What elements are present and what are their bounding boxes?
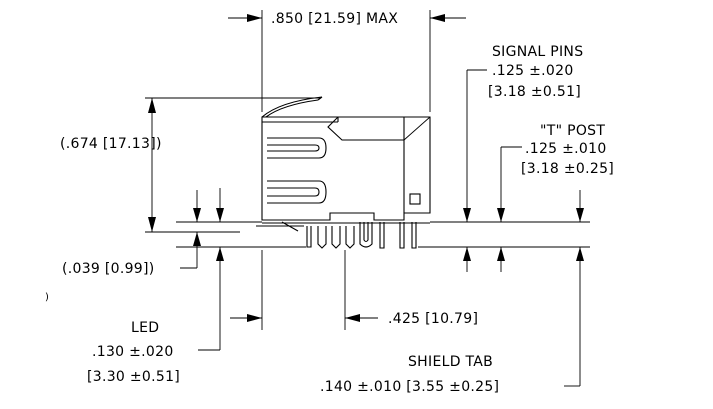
shield-tab-line: .140 ±.010 [3.55 ±0.25] <box>320 379 499 395</box>
standoff-dimension-label: (.039 [0.99]) <box>62 261 155 277</box>
shield-tab-title: SHIELD TAB <box>408 354 493 370</box>
led-title: LED <box>131 320 159 336</box>
offset-dimension-label: .425 [10.79] <box>388 311 478 327</box>
t-post-dimension: "T" POST .125 ±.010 [3.18 ±0.25] <box>497 123 614 272</box>
height-dimension-label: (.674 [17.13]) <box>60 136 162 152</box>
signal-pins-inch: .125 ±.020 <box>492 63 574 79</box>
shield-tab-dimension: SHIELD TAB .140 ±.010 [3.55 ±0.25] <box>320 190 584 395</box>
reference-lines <box>145 10 590 330</box>
t-post-title: "T" POST <box>540 123 605 139</box>
signal-pins-mm: [3.18 ±0.51] <box>488 84 581 100</box>
height-dimension: (.674 [17.13]) <box>60 98 162 232</box>
signal-pins-dimension: SIGNAL PINS .125 ±.020 [3.18 ±0.51] <box>463 44 583 272</box>
led-dimension: LED .130 ±.020 [3.30 ±0.51] <box>87 188 224 385</box>
stray-mark: ) <box>45 292 49 303</box>
led-inch: .130 ±.020 <box>92 344 174 360</box>
width-dimension-label: .850 [21.59] MAX <box>271 11 398 27</box>
signal-pins-title: SIGNAL PINS <box>492 44 583 60</box>
led-mm: [3.30 ±0.51] <box>87 369 180 385</box>
offset-dimension: .425 [10.79] <box>230 311 478 327</box>
connector-body <box>256 96 431 249</box>
t-post-inch: .125 ±.010 <box>525 141 607 157</box>
t-post-mm: [3.18 ±0.25] <box>521 161 614 177</box>
standoff-dimension: (.039 [0.99]) <box>62 190 201 277</box>
width-dimension: .850 [21.59] MAX <box>228 11 466 27</box>
